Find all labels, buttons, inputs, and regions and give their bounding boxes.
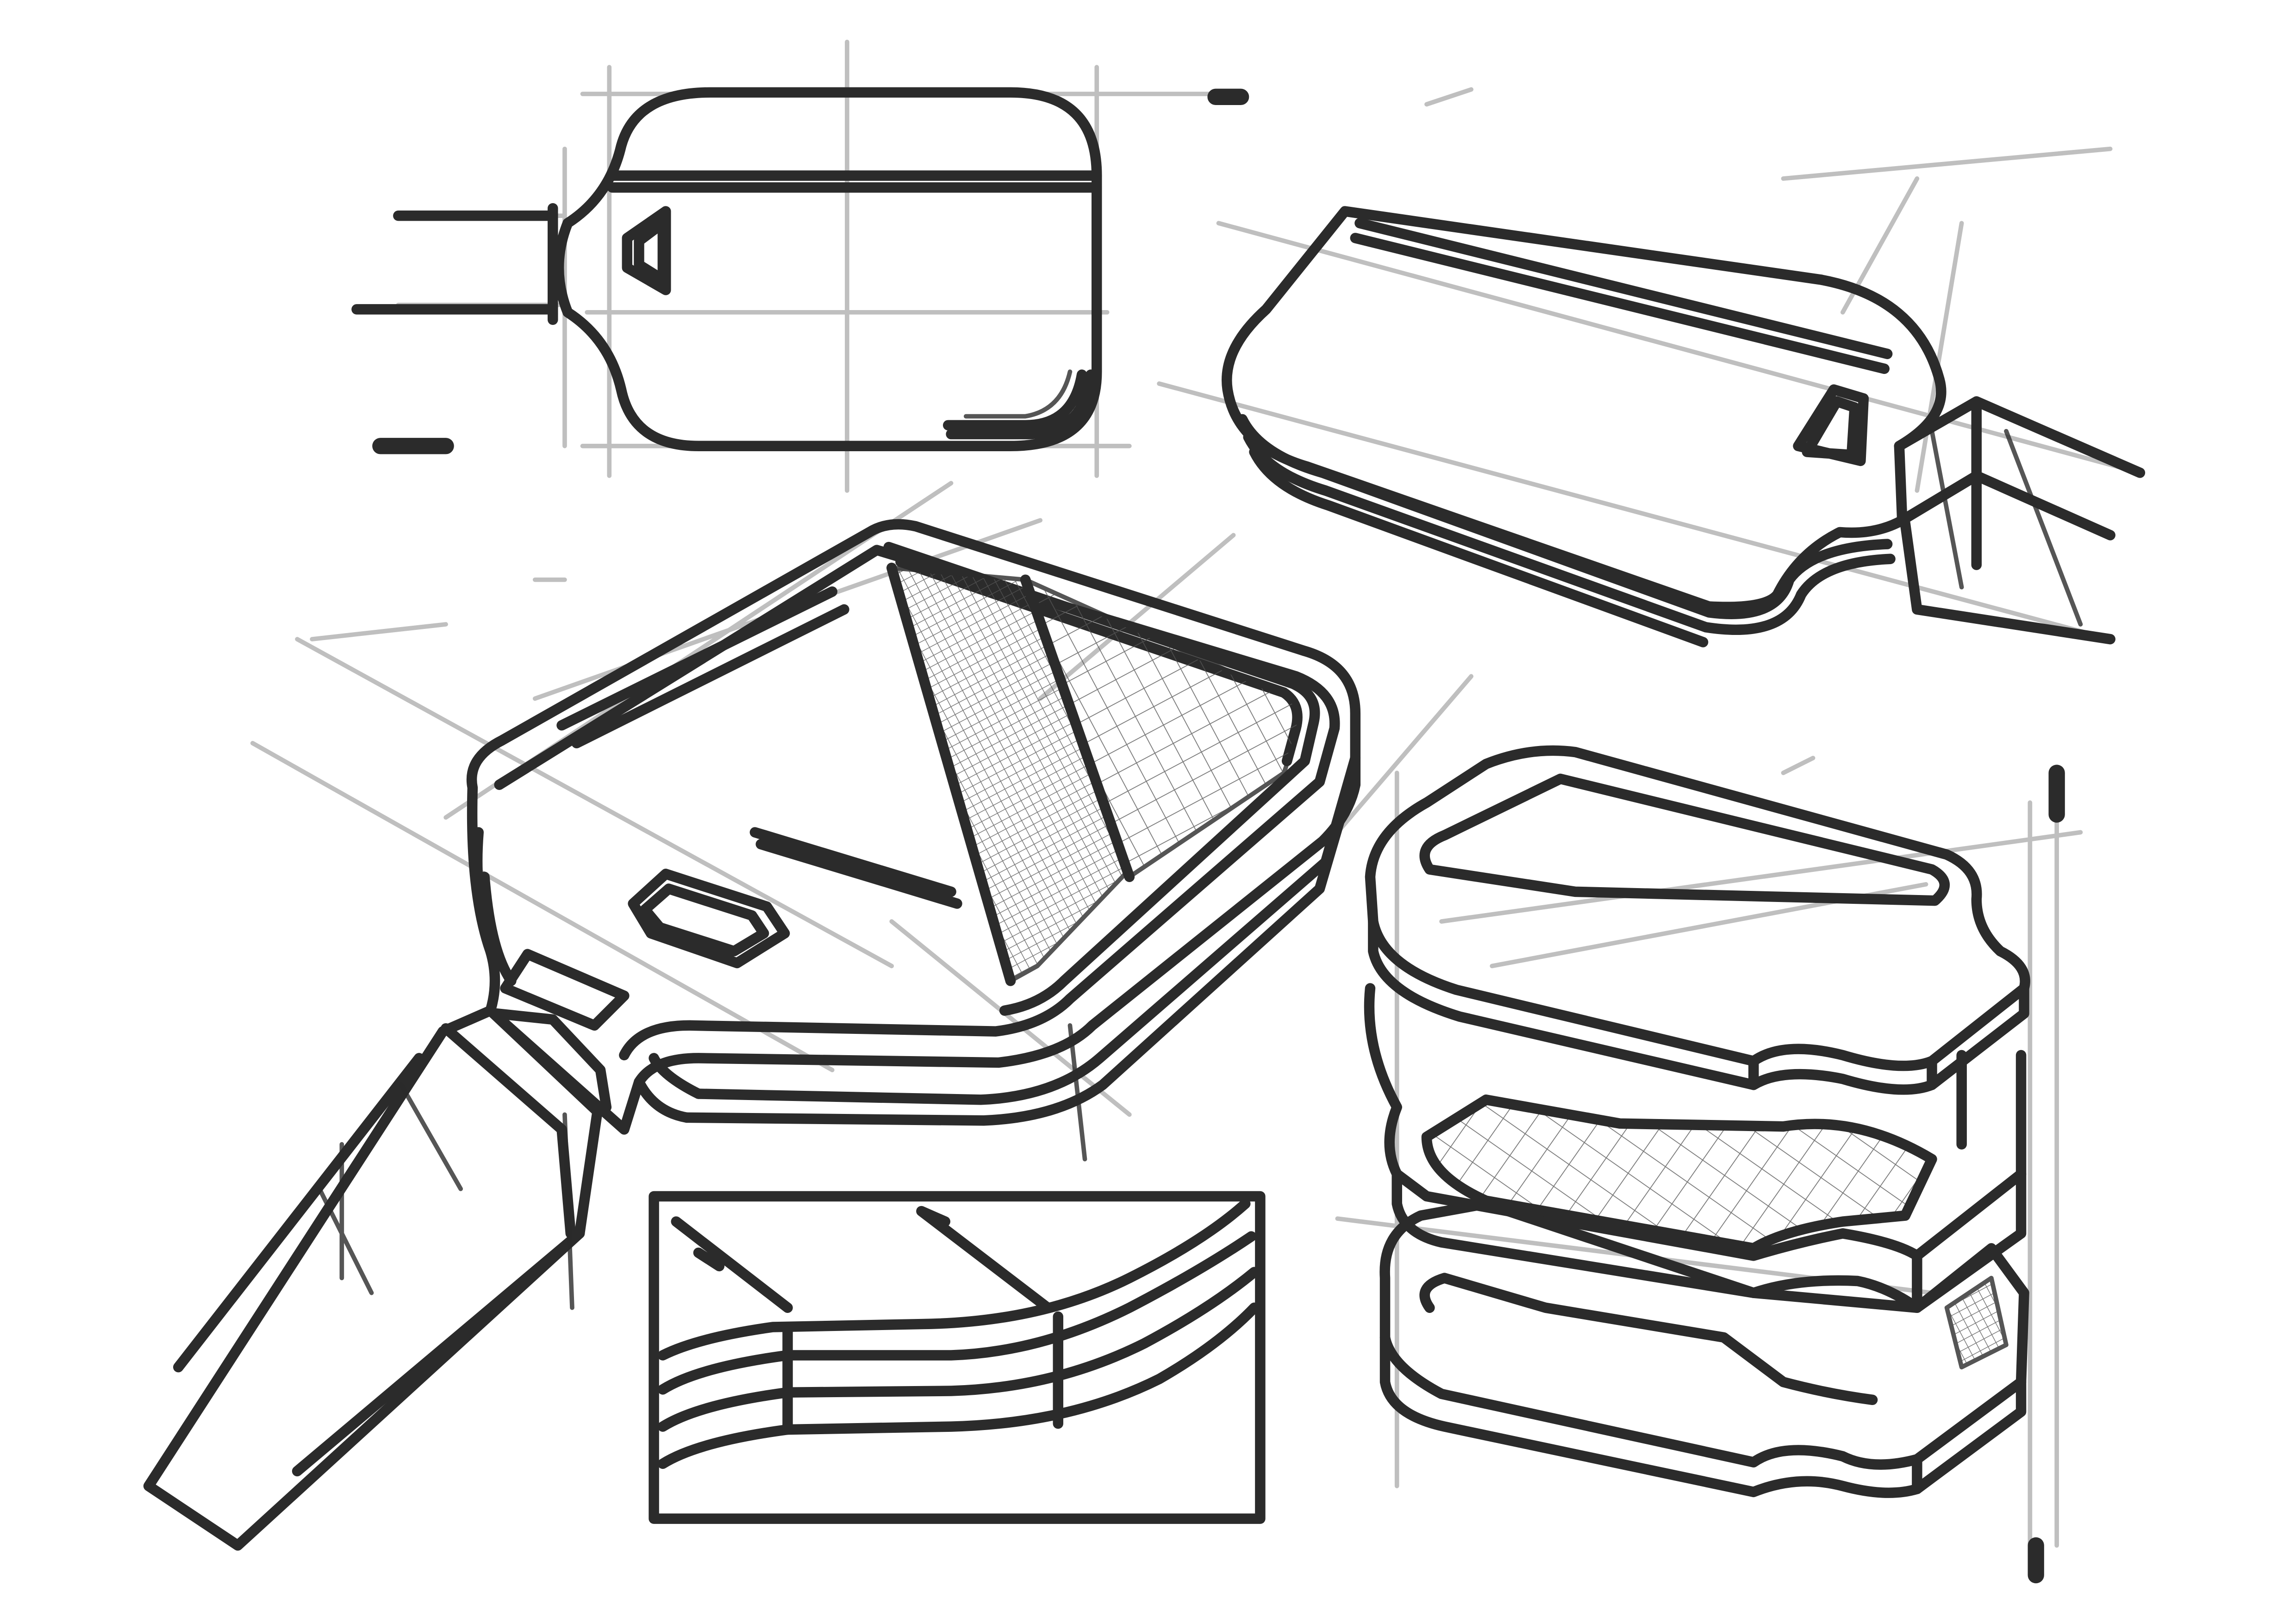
top-view-sketch [351, 39, 1249, 493]
main-perspective-sketch [143, 481, 1816, 1551]
edge-detail-sketch [649, 1191, 1266, 1524]
stacked-trays-sketch [1335, 745, 2083, 1584]
three-quarter-top-sketch [1157, 87, 2146, 647]
